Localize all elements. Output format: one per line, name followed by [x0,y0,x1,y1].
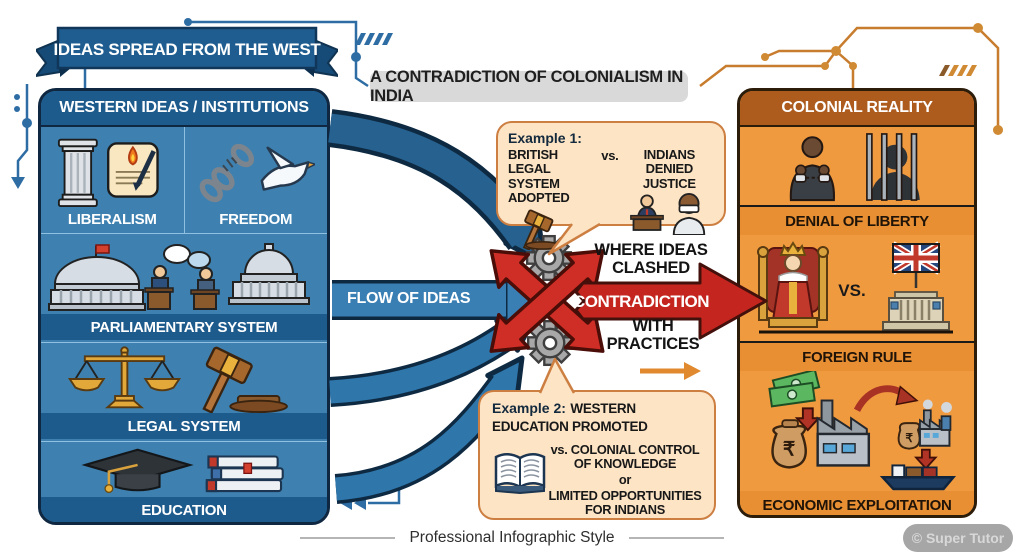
contradiction-label: CONTRADICTION [573,292,709,311]
main-title: A CONTRADICTION OF COLONIALISM IN INDIA [370,68,688,105]
example2-bubble-tail [538,357,576,394]
judge-icon [630,194,665,231]
liberalism-column-scroll-icon [58,138,159,208]
freedom-label: FREEDOM [219,211,293,228]
example1-right-text: INDIANS DENIED JUSTICE [642,147,696,191]
rupee-symbol: ₹ [783,439,796,461]
contradiction-arrow [574,262,768,340]
caption-text: Professional Infographic Style [409,529,615,546]
example2-promoted-text: WESTERN EDUCATION PROMOTED [492,401,648,435]
foreign-rule-label: FOREIGN RULE [740,341,974,371]
small-factory-icon [918,399,952,447]
where-ideas-clashed-text: WHERE IDEAS CLASHED [594,241,708,278]
ribbon-label: IDEAS SPREAD FROM THE WEST [53,40,321,59]
factory-icon [816,399,871,467]
denial-of-liberty-label: DENIAL OF LIBERTY [740,205,974,235]
liberalism-freedom-row: LIBERALISM FREEDOM [41,127,327,234]
parliament-debate-capitol-icon [48,243,310,311]
money-bag-icon [771,424,807,469]
foreign-rule-row: VS. [740,233,974,371]
example2-or-text: or [618,471,632,487]
legal-system-label: LEGAL SYSTEM [41,413,327,439]
education-label: EDUCATION [41,497,327,522]
economy-icons: ₹ ₹ [768,371,957,491]
parliamentary-system-label: PARLIAMENTARY SYSTEM [41,314,327,340]
example1-bubble-tail [547,223,601,256]
example2-bubble: Example 2: WESTERN EDUCATION PROMOTED vs… [478,390,716,520]
red-x-arrows [489,249,605,353]
example1-vs: vs. [601,148,619,163]
western-ideas-panel: WESTERN IDEAS / INSTITUTIONS [38,88,330,525]
gagged-man-icon [673,192,706,235]
cargo-ship-icon [879,464,957,491]
parliament-row: PARLIAMENTARY SYSTEM [41,234,327,343]
denial-of-liberty-row: DENIAL OF LIBERTY [740,127,974,235]
with-practices-text: WITH PRACTICES [606,317,700,354]
scales-gavel-icon [67,346,288,413]
gavel-icon [522,209,560,251]
handcuffs-jail-icon [789,133,920,202]
down-arrow-small-icon [914,448,938,470]
ideas-spread-ribbon: IDEAS SPREAD FROM THE WEST [36,26,338,78]
open-book-icon [494,452,546,494]
caption-rule-left [300,537,396,539]
caption-rule-right [628,537,724,539]
example2-vs-text: vs. COLONIAL CONTROL OF KNOWLEDGE [550,441,700,471]
orange-circuit-nodes [761,23,1003,135]
watermark-badge: © Super Tutor [903,524,1013,552]
gradcap-books-icon [81,448,284,493]
svg-text:₹: ₹ [905,431,913,445]
example2-heading: Example 2: [492,400,566,416]
western-ideas-header: WESTERN IDEAS / INSTITUTIONS [41,91,327,127]
king-vs-flag-icon: VS. [757,241,953,334]
example1-left-text: BRITISH LEGAL SYSTEM ADOPTED [508,147,570,205]
economic-exploitation-label: ECONOMIC EXPLOITATION [740,491,974,515]
colonial-reality-panel: COLONIAL REALITY [737,88,977,518]
example1-bubble: Example 1: BRITISH LEGAL SYSTEM ADOPTED … [496,121,726,251]
blue-slashes-icon [355,33,393,45]
education-row: EDUCATION [41,442,327,522]
footer-caption-row: Professional Infographic Style [0,529,1024,547]
colonial-reality-header: COLONIAL REALITY [740,91,974,127]
vs-label: VS. [838,281,865,300]
economic-exploitation-row: ₹ ₹ [740,369,974,515]
freedom-chain-dove-icon [199,143,315,203]
example2-limited-text: LIMITED OPPORTUNITIES FOR INDIANS [548,487,702,518]
orange-slashes-icon [939,65,977,76]
liberalism-label: LIBERALISM [67,211,157,228]
flow-of-ideas-label: FLOW OF IDEAS [347,290,471,307]
down-arrow-icon [794,407,821,432]
example1-heading: Example 1: [508,130,582,146]
legal-system-row: LEGAL SYSTEM [41,343,327,442]
small-money-bag-icon: ₹ [897,422,921,450]
